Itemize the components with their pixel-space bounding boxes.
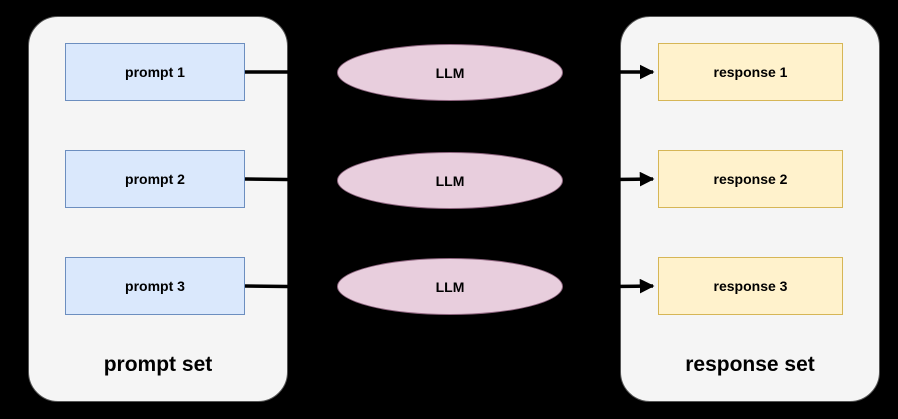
- response-1-box: response 1: [658, 43, 843, 101]
- llm-ellipse-3: LLM: [337, 258, 563, 315]
- response-1-label: response 1: [713, 64, 788, 80]
- llm-ellipse-2: LLM: [337, 152, 563, 209]
- response-set-title: response set: [685, 353, 815, 376]
- prompt-2-box: prompt 2: [65, 150, 245, 208]
- prompt-set-title: prompt set: [103, 353, 213, 376]
- prompt-3-label: prompt 3: [125, 278, 185, 294]
- prompt-1-label: prompt 1: [125, 64, 185, 80]
- prompt-3-box: prompt 3: [65, 257, 245, 315]
- response-3-label: response 3: [713, 278, 788, 294]
- llm-ellipse-1: LLM: [337, 44, 563, 101]
- response-3-box: response 3: [658, 257, 843, 315]
- response-2-label: response 2: [713, 171, 788, 187]
- llm-2-label: LLM: [435, 172, 465, 189]
- prompt-2-label: prompt 2: [125, 171, 185, 187]
- response-2-box: response 2: [658, 150, 843, 208]
- llm-3-label: LLM: [435, 278, 465, 295]
- prompt-1-box: prompt 1: [65, 43, 245, 101]
- llm-1-label: LLM: [435, 64, 465, 81]
